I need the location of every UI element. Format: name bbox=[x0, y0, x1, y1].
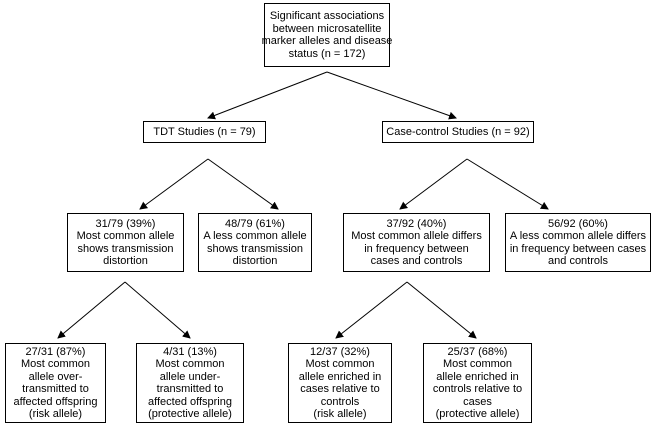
node-text-line: controls bbox=[320, 395, 360, 408]
node-text-line: 12/37 (32%) bbox=[310, 345, 370, 358]
node-text-line: affected offspring bbox=[148, 395, 232, 408]
tdt-less-common-allele-node: 48/79 (61%) A less common allele shows t… bbox=[198, 213, 312, 272]
node-text-line: TDT Studies (n = 79) bbox=[153, 125, 256, 138]
node-text-line: between microsatellite bbox=[272, 22, 382, 35]
node-text-line: 31/79 (39%) bbox=[95, 217, 156, 230]
node-text-line: shows transmission bbox=[207, 242, 303, 255]
enriched-in-cases-node: 12/37 (32%) Most common allele enriched … bbox=[288, 343, 392, 423]
node-text-line: transmitted to bbox=[22, 383, 89, 395]
node-text-line: allele under- bbox=[159, 370, 221, 383]
node-text-line: 56/92 (60%) bbox=[548, 217, 608, 230]
arrow-tdt-to-less bbox=[207, 158, 279, 210]
node-text-line: (risk allele) bbox=[28, 408, 83, 420]
node-text-line: (risk allele) bbox=[313, 408, 367, 420]
node-text-line: Case-control Studies (n = 92) bbox=[386, 125, 530, 138]
node-text-line: controls relative to bbox=[432, 383, 523, 395]
case-control-studies-node: Case-control Studies (n = 92) bbox=[382, 121, 534, 143]
node-text-line: allele enriched in bbox=[298, 370, 382, 383]
node-text-line: transmitted to bbox=[156, 383, 224, 395]
node-text-line: distortion bbox=[103, 255, 148, 267]
under-transmitted-node: 4/31 (13%) Most common allele under- tra… bbox=[136, 343, 244, 423]
node-text-line: status (n = 172) bbox=[288, 47, 366, 60]
node-text-line: Most common bbox=[155, 358, 225, 370]
node-text-line: 48/79 (61%) bbox=[225, 217, 285, 230]
node-text-line: A less common allele differs bbox=[509, 230, 647, 242]
node-text-line: cases bbox=[463, 395, 492, 408]
node-text-line: Most common bbox=[305, 358, 375, 370]
node-text-line: Most common bbox=[442, 358, 513, 370]
arrow-tdt-common-to-under bbox=[124, 281, 191, 339]
node-text-line: Most common allele differs bbox=[351, 230, 482, 242]
node-text-line: 25/37 (68%) bbox=[447, 345, 508, 358]
node-text-line: (protective allele) bbox=[148, 408, 232, 420]
node-text-line: 37/92 (40%) bbox=[386, 217, 447, 230]
cc-common-allele-node: 37/92 (40%) Most common allele differs i… bbox=[343, 213, 490, 272]
node-text-line: 27/31 (87%) bbox=[25, 345, 86, 358]
node-text-line: shows transmission bbox=[77, 242, 174, 255]
node-text-line: (protective allele) bbox=[435, 408, 520, 420]
root-node: Significant associations between microsa… bbox=[261, 3, 393, 67]
node-text-line: in frequency between bbox=[364, 242, 469, 255]
node-text-line: cases relative to bbox=[300, 383, 380, 395]
node-text-line: allele enriched in bbox=[436, 370, 519, 383]
tdt-studies-node: TDT Studies (n = 79) bbox=[143, 121, 266, 143]
node-text-line: cases and controls bbox=[370, 255, 463, 267]
node-text-line: A less common allele bbox=[203, 230, 307, 242]
node-text-line: Significant associations bbox=[269, 10, 385, 22]
cc-less-common-allele-node: 56/92 (60%) A less common allele differs… bbox=[505, 213, 651, 272]
node-text-line: Most common bbox=[20, 358, 91, 370]
node-text-line: Most common allele bbox=[76, 230, 175, 242]
node-text-line: distortion bbox=[232, 255, 278, 267]
arrow-cc-common-to-cases bbox=[335, 281, 408, 339]
node-text-line: allele over- bbox=[28, 370, 83, 383]
tdt-common-allele-node: 31/79 (39%) Most common allele shows tra… bbox=[67, 213, 184, 272]
node-text-line: and controls bbox=[548, 255, 608, 267]
arrow-root-to-tdt bbox=[207, 71, 328, 120]
node-text-line: marker alleles and disease bbox=[261, 35, 393, 47]
node-text-line: in frequency between cases bbox=[509, 242, 647, 255]
arrow-root-to-case-control bbox=[326, 71, 457, 120]
node-text-line: affected offspring bbox=[13, 395, 98, 408]
over-transmitted-node: 27/31 (87%) Most common allele over- tra… bbox=[5, 343, 106, 423]
arrow-tdt-to-common bbox=[139, 158, 209, 210]
arrow-cc-to-less bbox=[466, 158, 549, 210]
node-text-line: 4/31 (13%) bbox=[163, 345, 217, 358]
arrow-cc-to-common bbox=[399, 158, 468, 210]
arrow-tdt-common-to-over bbox=[57, 281, 126, 339]
arrow-cc-common-to-controls bbox=[406, 281, 477, 339]
enriched-in-controls-node: 25/37 (68%) Most common allele enriched … bbox=[423, 343, 532, 423]
